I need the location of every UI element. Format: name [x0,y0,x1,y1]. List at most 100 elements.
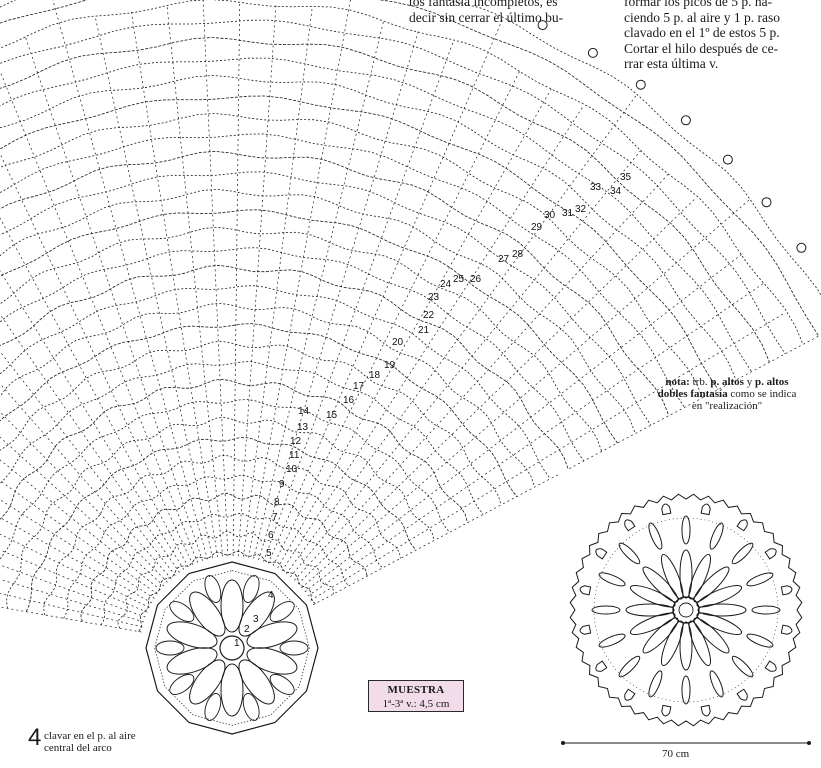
schematic-petal [642,617,679,654]
schematic-drawing [561,493,811,745]
chart-ring [0,171,652,426]
schematic-fan [595,548,608,560]
round-number: 24 [440,279,452,290]
schematic-fan [579,624,592,635]
motif-outer-petal [204,575,222,603]
schematic-leaf [591,605,621,615]
round-number: 8 [274,497,280,508]
schematic-petal [696,584,743,608]
schematic-petal [629,584,676,608]
chart-spoke [0,499,155,599]
center-motif [145,561,319,735]
chart-ring [0,340,502,506]
schematic-fan [700,503,711,516]
schematic-leaf [709,522,724,550]
schematic-fan [764,660,777,672]
round-number: 29 [531,222,543,233]
dimension-label: 70 cm [662,748,690,760]
motif-petal [246,647,298,675]
note-term1: p. altos [710,376,744,388]
chart-spoke [0,564,146,618]
motif-petal [220,579,244,633]
motif-outer-petal [269,601,295,622]
schematic-leaf [648,522,663,550]
chart-spoke [281,107,583,571]
gauge-sample-box: MUESTRA 1ª-3ª v.: 4,5 cm [368,680,464,712]
round-number: 25 [453,274,465,285]
chart-spoke [258,31,419,561]
schematic-fan [736,519,748,532]
chart-spoke [263,42,454,562]
chart-ring [0,209,618,444]
schematic-petal [625,603,675,617]
chart-ring [0,188,636,434]
schematic-leaf [709,670,724,698]
schematic-leaf [746,572,774,587]
motif-petal [166,621,218,649]
instruction-text-left: tos fantasía incompletos, es decir sin c… [409,0,564,25]
note-label: nota: [665,376,690,388]
schematic-petal [629,612,676,636]
chart-ring [0,226,603,452]
note-part1: trb. [689,376,711,388]
chart-ring [117,530,334,629]
chart-spoke [253,21,384,559]
chart-spoke [243,8,313,557]
motif-petal [189,591,226,637]
chart-spoke [248,0,351,558]
motif-outer-petal [279,640,309,656]
sample-title: MUESTRA [387,684,445,696]
round-number: 15 [326,410,338,421]
chart-spoke [310,313,783,601]
round-number: 20 [392,337,404,348]
round-number: 35 [620,172,632,183]
schematic-center [672,596,700,624]
schematic-petal [679,621,693,671]
chart-picots [537,20,807,253]
chart-spoke [0,517,152,604]
motif-outer-petal [242,693,260,721]
schematic-center-inner [678,602,694,618]
chart-ring [0,37,770,363]
schematic-petal [642,566,679,603]
schematic-edge [569,493,803,727]
chart-spoke [0,606,142,633]
schematic-petal [660,553,684,600]
round-number: 32 [575,204,587,215]
chart-ring [100,512,350,626]
round-number: 3 [253,614,259,625]
picot [635,79,646,90]
chart-spoke [0,350,176,576]
dimension-end-right [807,741,811,745]
chart-spoke [313,334,821,606]
picot [722,154,733,165]
round-number: 5 [266,548,272,559]
round-number: 2 [244,624,250,635]
chart-spoke [0,533,150,608]
schematic-fan [579,585,592,596]
schematic-leaf [681,675,691,705]
picot [587,47,598,58]
chart-spoke [0,70,199,563]
chart-spoke [0,217,189,568]
schematic-fan [736,688,748,701]
chart-spoke [307,283,764,597]
chart-spoke [272,71,520,566]
round-number: 27 [498,254,510,265]
round-number: 22 [423,310,435,321]
chart-ring [0,133,685,408]
chart-spoke [0,579,144,623]
chart-ring [0,113,703,399]
round-number: 4 [268,590,274,601]
picot [761,197,772,208]
schematic-fan [624,519,636,532]
schematic-fan [661,704,672,717]
schematic-petal [693,617,730,654]
round-number: 23 [428,292,440,303]
doily-schematic [561,493,811,745]
motif-outer-petal [169,601,195,622]
schematic-fan [780,585,793,596]
round-number: 11 [289,450,300,461]
schematic-leaf [598,572,626,587]
